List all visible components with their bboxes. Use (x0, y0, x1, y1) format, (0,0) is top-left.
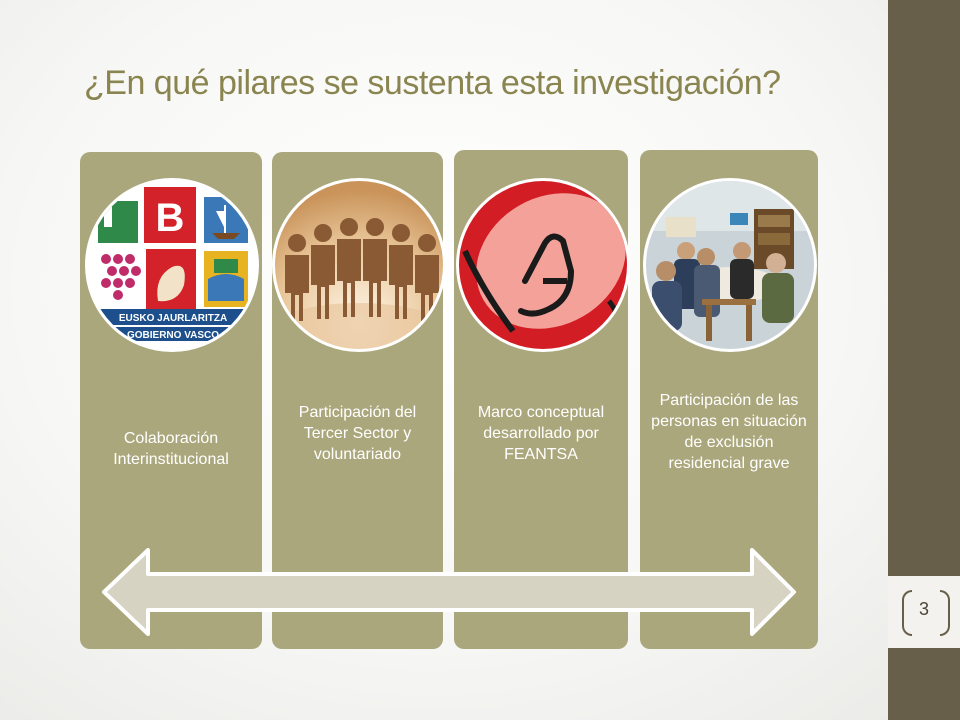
page-number: 3 (918, 599, 929, 619)
svg-text:B: B (156, 196, 185, 240)
pillar-label-2: Participación del Tercer Sector y volunt… (298, 404, 417, 463)
pillar-card-3: Marco conceptual desarrollado por FEANTS… (454, 150, 630, 649)
logo-text-2: GOBIERNO VASCO (127, 330, 219, 341)
page-number-box: 3 (888, 576, 960, 648)
people-chain-image (272, 178, 446, 352)
meeting-photo-image (643, 178, 817, 352)
double-arrow-icon (102, 548, 796, 636)
left-bracket (902, 590, 912, 636)
pillar-label-1: Colaboración Interinstitucional (113, 430, 229, 468)
pillar-label-3: Marco conceptual desarrollado por FEANTS… (477, 404, 605, 463)
slide-title: ¿En qué pilares se sustenta esta investi… (84, 64, 781, 102)
pillar-label-4: Participación de las personas en situaci… (651, 392, 807, 472)
pillar-card-2: Participación del Tercer Sector y volunt… (272, 152, 446, 649)
coat-of-arms-image: B EUSKO JAURLARITZA GOBIERNO VASCO (85, 178, 259, 352)
logo-text-1: EUSKO JAURLARITZA (119, 313, 227, 324)
feantsa-logo-image (456, 178, 630, 352)
pillar-card-1: B EUSKO JAURLARITZA GOBIERNO VASCO Co (80, 152, 262, 649)
pillar-card-4: Participación de las personas en situaci… (640, 150, 818, 649)
